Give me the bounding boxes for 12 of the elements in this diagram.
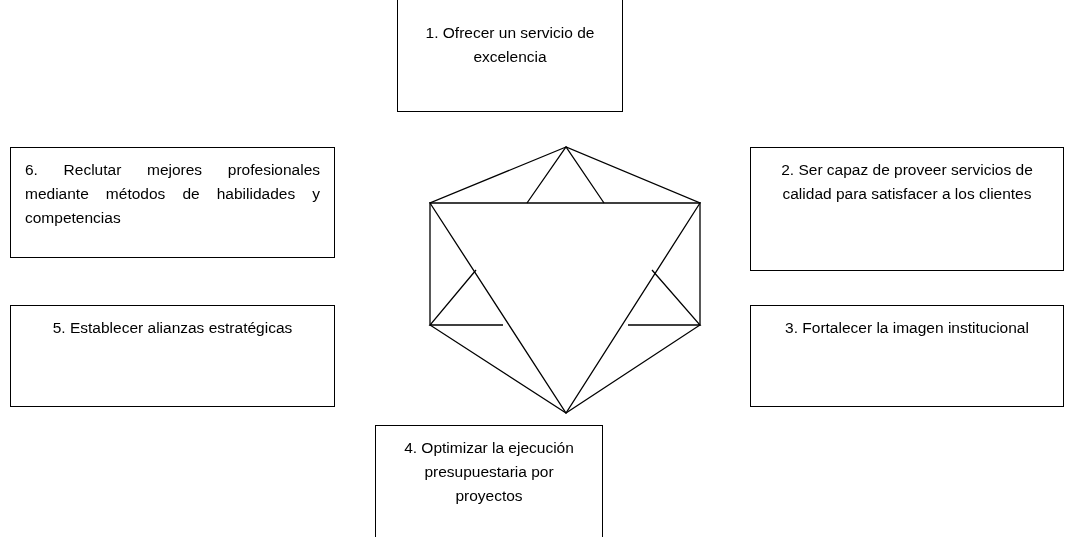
objective-box (397, 0, 623, 112)
objective-text: 5. Establecer alianzas estratégicas (51, 318, 294, 338)
objective-box (750, 305, 1064, 407)
objective-box (10, 305, 335, 407)
objective-text: 1. Ofrecer un servicio de excelencia (424, 23, 596, 67)
objective-box (750, 147, 1064, 271)
objective-text: 3. Fortalecer la imagen institucional (784, 318, 1030, 338)
objective-text: 6. Reclutar mejores profesionales mediante métodos de habilidades y competencias (25, 160, 320, 228)
objective-box (10, 147, 335, 258)
objective-text: 2. Ser capaz de proveer servicios de calidad para satisfacer a los clientes (780, 160, 1034, 204)
objective-text: 4. Optimizar la ejecución presupuestaria por proyectos (403, 438, 575, 506)
objective-box (375, 425, 603, 537)
